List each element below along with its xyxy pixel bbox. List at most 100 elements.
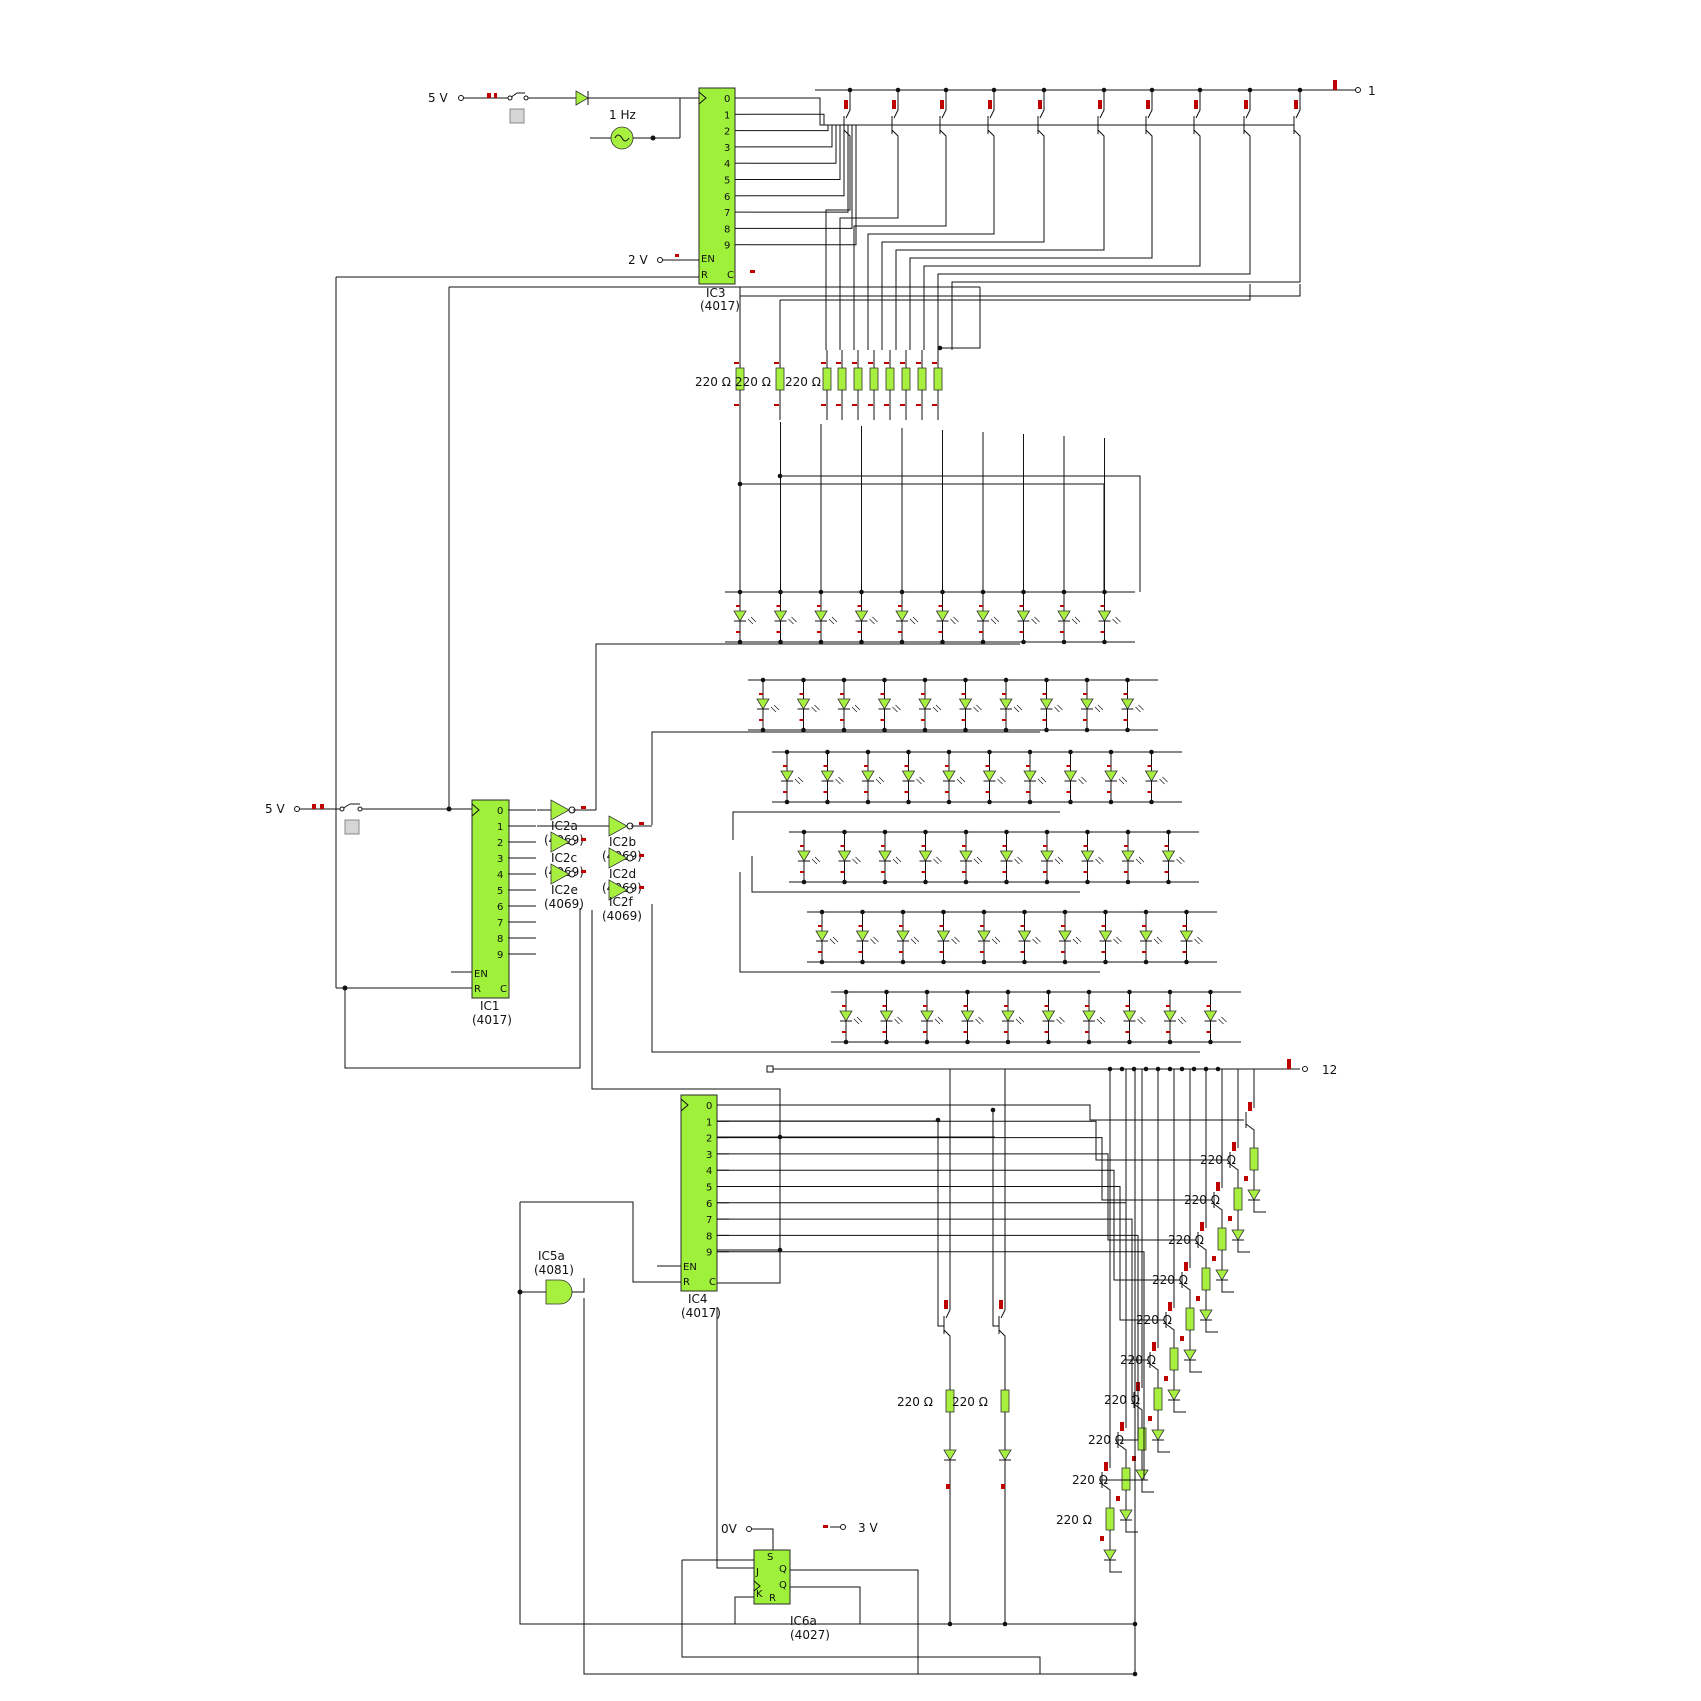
en-voltage-label: 2 V [628, 253, 648, 267]
ic4-pin-3: 3 [706, 1150, 712, 1161]
led [920, 1001, 944, 1035]
driver-resistor-label: 220 Ω [897, 1395, 933, 1409]
led [1017, 921, 1041, 955]
ic6a-jk-flipflop: S J K R Q Q IC6a (4027) [753, 1549, 830, 1642]
driver-transistor: 220 Ω [952, 1069, 1012, 1627]
start-button[interactable] [507, 92, 529, 124]
led [837, 841, 861, 875]
top-transistor [747, 87, 1253, 350]
led [1041, 1001, 1065, 1035]
svg-text:EN: EN [474, 969, 488, 980]
svg-text:EN: EN [701, 254, 715, 265]
stair-stage: 220 Ω [717, 1066, 1197, 1493]
led [1016, 601, 1040, 635]
ic3-pin-1: 1 [724, 110, 730, 121]
top-transistor [747, 87, 1303, 350]
ic1-pin-6: 6 [497, 902, 503, 913]
led [1097, 601, 1121, 635]
led [1098, 921, 1122, 955]
inverter-label: IC2b [609, 835, 636, 849]
led [839, 1001, 863, 1035]
ic5a-and-gate: IC5a (4081) [534, 1249, 574, 1305]
ic3-pin-9: 9 [724, 241, 730, 252]
led [780, 761, 804, 795]
led [960, 1001, 984, 1035]
led [855, 921, 879, 955]
led [936, 921, 960, 955]
ic1-pin-7: 7 [497, 918, 503, 929]
ic3-type: (4017) [700, 299, 740, 313]
svg-text:C: C [709, 1277, 716, 1288]
ic3-pin-4: 4 [724, 159, 730, 170]
ic3-pin-8: 8 [724, 224, 730, 235]
stair-resistor-label: 220 Ω [1104, 1393, 1140, 1407]
led [733, 601, 757, 635]
svg-text:EN: EN [683, 1262, 697, 1273]
ic1-pin-0: 0 [497, 806, 503, 817]
inverter-type: (4069) [544, 897, 584, 911]
led [918, 689, 942, 723]
svg-text:R: R [683, 1277, 690, 1288]
left-supply-label: 5 V [265, 802, 285, 816]
inverter-label: IC2d [609, 867, 636, 881]
ic3-label: IC3 [706, 286, 726, 300]
ic1-pin-9: 9 [497, 950, 503, 961]
led [976, 601, 1000, 635]
top-resistor [852, 350, 863, 420]
jk-set-label: 0V [721, 1522, 738, 1536]
led [1080, 689, 1104, 723]
led [861, 761, 885, 795]
top-rail-label: 1 [1368, 84, 1376, 98]
reset-button[interactable] [339, 803, 363, 835]
driver-transistor: 220 Ω [897, 1069, 957, 1627]
r-label-2: 220 Ω [735, 375, 771, 389]
ic4-label: IC4 [688, 1292, 708, 1306]
top-supply: 5 V [428, 91, 510, 105]
stair-stage: 220 Ω [717, 1066, 1185, 1453]
ic4-pin-5: 5 [706, 1183, 712, 1194]
ic4-pin-8: 8 [706, 1231, 712, 1242]
led [1001, 1001, 1025, 1035]
top-resistor [821, 350, 832, 420]
led [942, 761, 966, 795]
top-resistor [734, 300, 745, 420]
svg-text:R: R [474, 984, 481, 995]
stair-stage: 220 Ω [717, 1066, 1234, 1293]
svg-text:S: S [767, 1552, 773, 1563]
led [1080, 841, 1104, 875]
led [1023, 761, 1047, 795]
ic1-pin-2: 2 [497, 838, 503, 849]
led [1179, 921, 1203, 955]
ic4-type: (4017) [681, 1306, 721, 1320]
stair-stage: 220 Ω [717, 1066, 1218, 1333]
led [756, 689, 780, 723]
led [959, 841, 983, 875]
clock-source: 1 Hz [590, 108, 653, 150]
led [815, 921, 839, 955]
ic4-pin-9: 9 [706, 1248, 712, 1259]
ic1-pin-1: 1 [497, 822, 503, 833]
stair-stage: 220 Ω [717, 1066, 1209, 1533]
ic4-pin-6: 6 [706, 1199, 712, 1210]
led [1040, 841, 1064, 875]
led [837, 689, 861, 723]
svg-text:Q: Q [779, 1580, 787, 1591]
led [796, 689, 820, 723]
led [797, 841, 821, 875]
r-label-3: 220 Ω [785, 375, 821, 389]
top-resistor [774, 300, 785, 420]
led [977, 921, 1001, 955]
bottom-rail-label: 12 [1322, 1063, 1337, 1077]
svg-text:C: C [727, 270, 734, 281]
ic3-pin-2: 2 [724, 127, 730, 138]
svg-text:J: J [755, 1567, 759, 1578]
led [1058, 921, 1082, 955]
svg-text:R: R [701, 270, 708, 281]
ic1-pin-5: 5 [497, 886, 503, 897]
led [895, 601, 919, 635]
inverter-ic2e: IC2e(4069) [544, 863, 586, 911]
ic5a-label: IC5a [538, 1249, 565, 1263]
led [1144, 761, 1168, 795]
led [935, 601, 959, 635]
r-label-1: 220 Ω [695, 375, 731, 389]
